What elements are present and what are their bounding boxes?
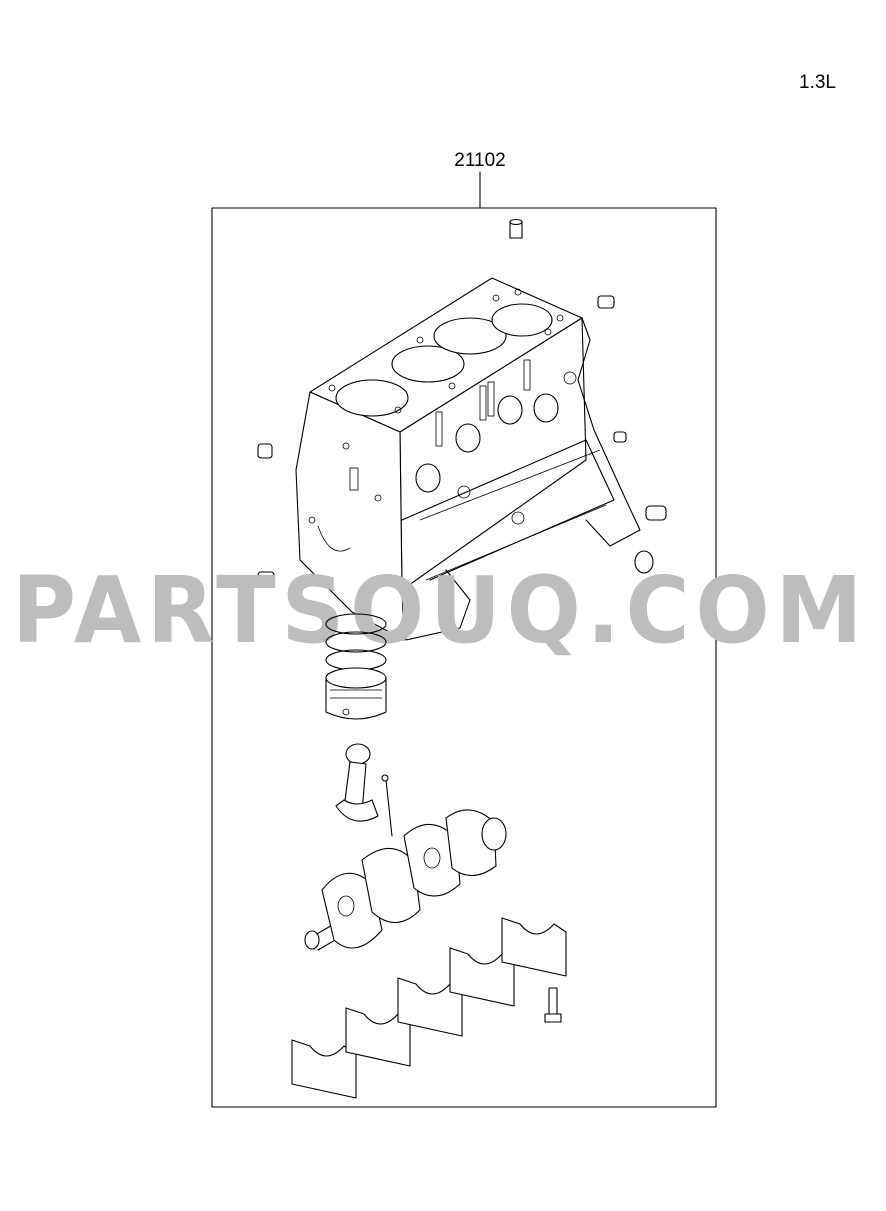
cylinder-block[interactable] (295, 277, 641, 641)
part-number-label[interactable]: 21102 (454, 150, 505, 171)
engine-size-label: 1.3L (799, 72, 836, 93)
dowel-pin[interactable] (257, 218, 667, 587)
crankshaft[interactable] (304, 809, 507, 951)
main-bearing-cap[interactable] (291, 917, 567, 1099)
piston[interactable] (325, 613, 387, 720)
watermark-text: PARTSOUQ.COM (12, 557, 868, 664)
connecting-rod[interactable] (335, 743, 393, 837)
assembly-frame (211, 207, 717, 1108)
